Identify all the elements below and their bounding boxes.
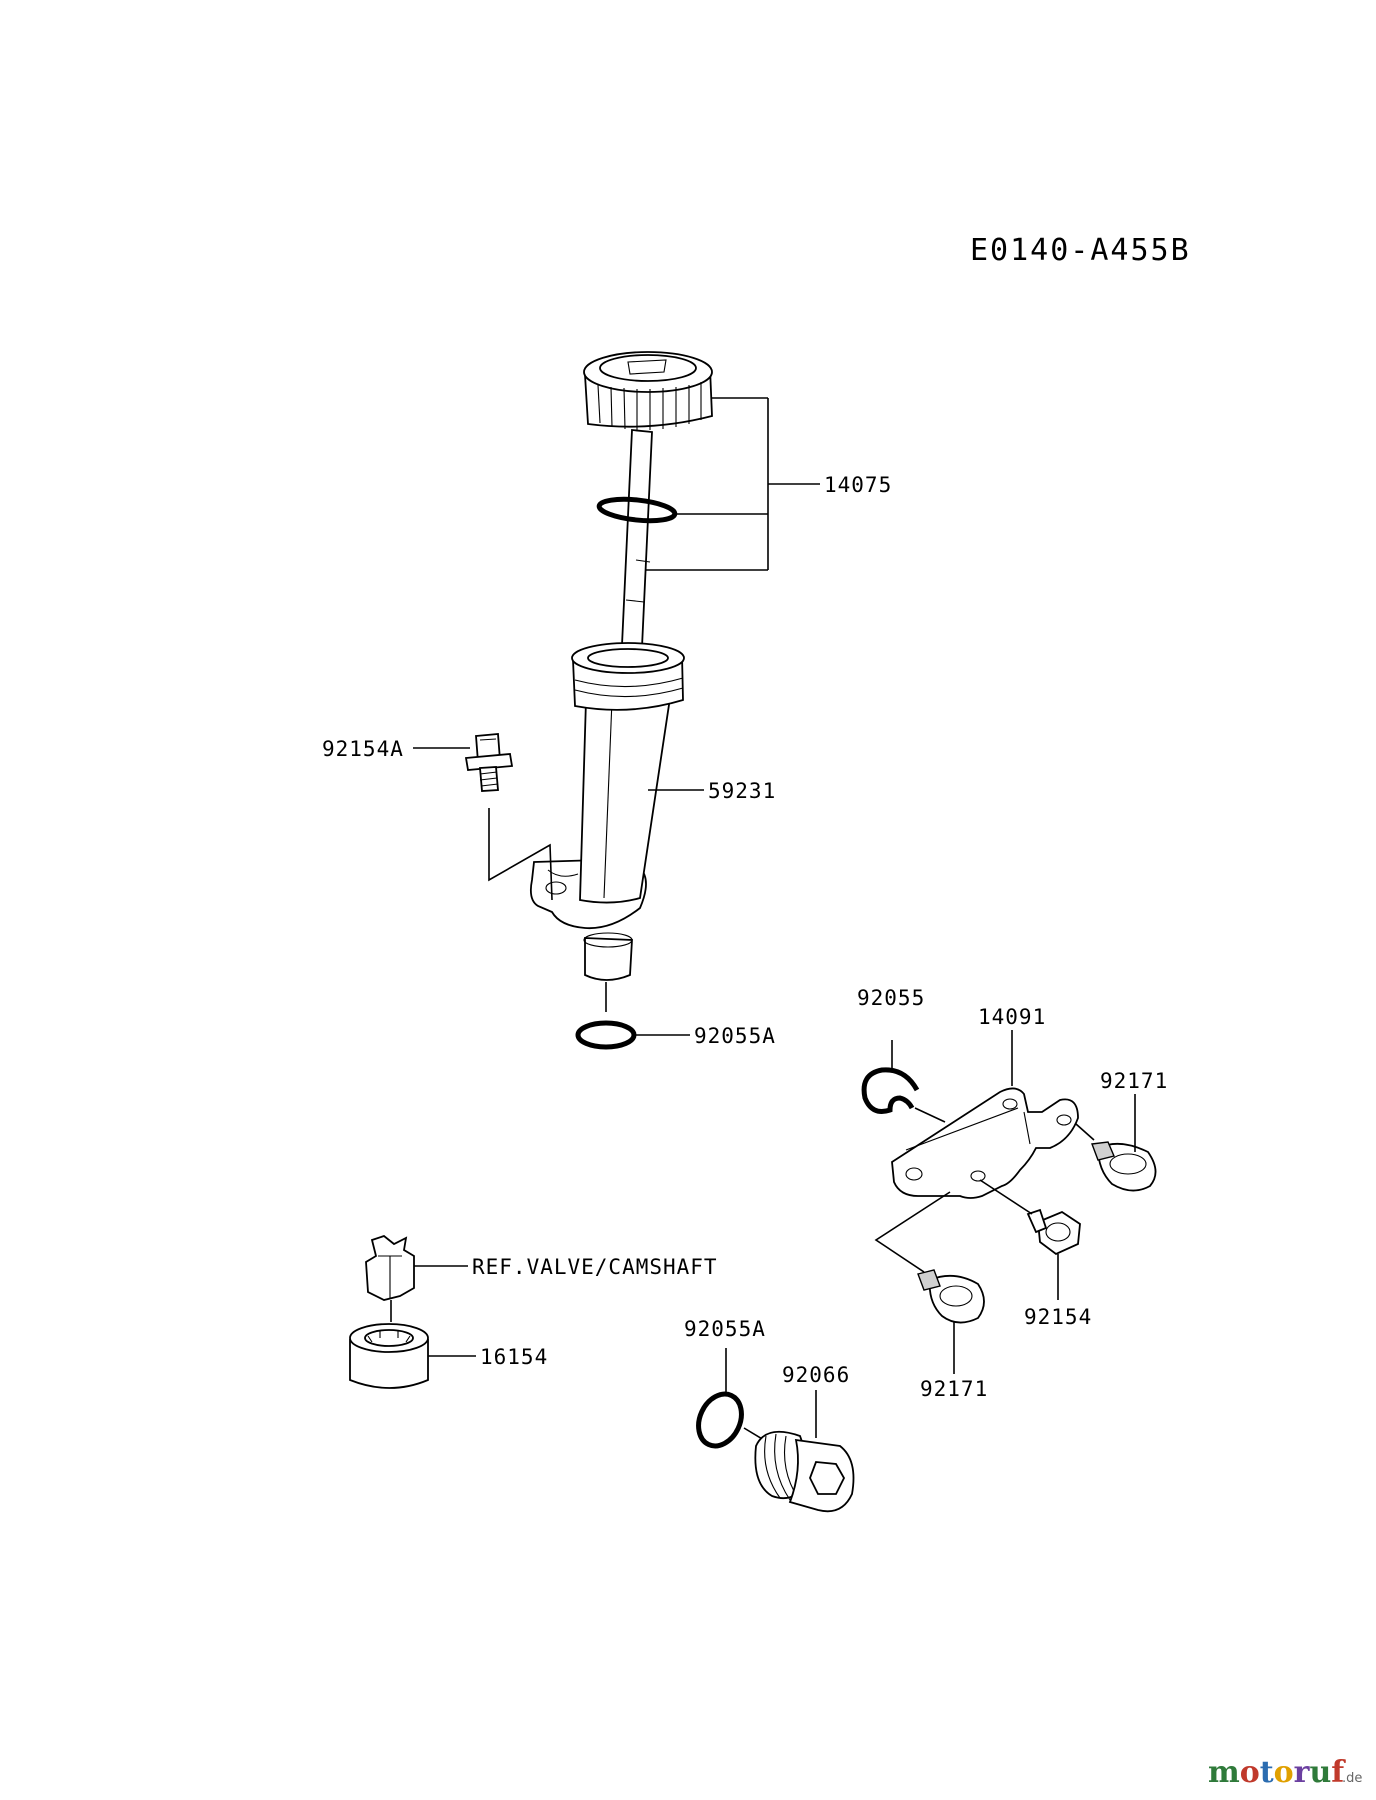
motoruf-watermark: motoruf .de — [1208, 1755, 1362, 1790]
label-ref-valve-camshaft: REF.VALVE/CAMSHAFT — [472, 1255, 718, 1279]
label-92066: 92066 — [782, 1363, 850, 1387]
label-14075: 14075 — [824, 473, 892, 497]
label-14091: 14091 — [978, 1005, 1046, 1029]
diagram-code: E0140-A455B — [970, 233, 1191, 268]
label-92055A-bottom: 92055A — [684, 1317, 766, 1341]
label-92154A: 92154A — [322, 737, 404, 761]
drain-plug-drawing — [754, 1430, 855, 1513]
label-92055A-top: 92055A — [694, 1024, 776, 1048]
label-92171-upper: 92171 — [1100, 1069, 1168, 1093]
bracket-drawing — [891, 1087, 1079, 1199]
label-92154: 92154 — [1024, 1305, 1092, 1329]
bracket-to-upper-clamp-line — [1075, 1123, 1095, 1141]
bracket-bolt-drawing — [1026, 1208, 1081, 1256]
bracket-to-bolt-line — [979, 1179, 1033, 1215]
gear-16154-drawing — [349, 1323, 429, 1389]
watermark-suffix: .de — [1342, 1771, 1362, 1786]
tube-o-ring-drawing — [575, 1020, 637, 1050]
bracket-to-lower-clamp-line — [874, 1191, 951, 1273]
bolt-to-flange-line — [488, 808, 553, 901]
oil-filler-tube-drawing — [529, 642, 685, 981]
label-92171-lower: 92171 — [920, 1377, 988, 1401]
tube-bolt-drawing — [464, 733, 514, 792]
drain-o-ring-drawing — [696, 1391, 744, 1449]
watermark-brand: motoruf — [1208, 1755, 1346, 1790]
label-59231: 59231 — [708, 779, 776, 803]
callout-lines-14075 — [646, 397, 820, 571]
label-16154: 16154 — [480, 1345, 548, 1369]
label-92055: 92055 — [857, 986, 925, 1010]
valve-camshaft-gear-drawing — [365, 1234, 415, 1301]
upper-clamp-drawing — [1091, 1141, 1157, 1192]
oring-to-bracket-line — [914, 1107, 946, 1123]
breather-o-ring-drawing — [861, 1067, 920, 1114]
lower-clamp-drawing — [917, 1269, 985, 1324]
oil-filler-cap-drawing — [583, 351, 713, 691]
